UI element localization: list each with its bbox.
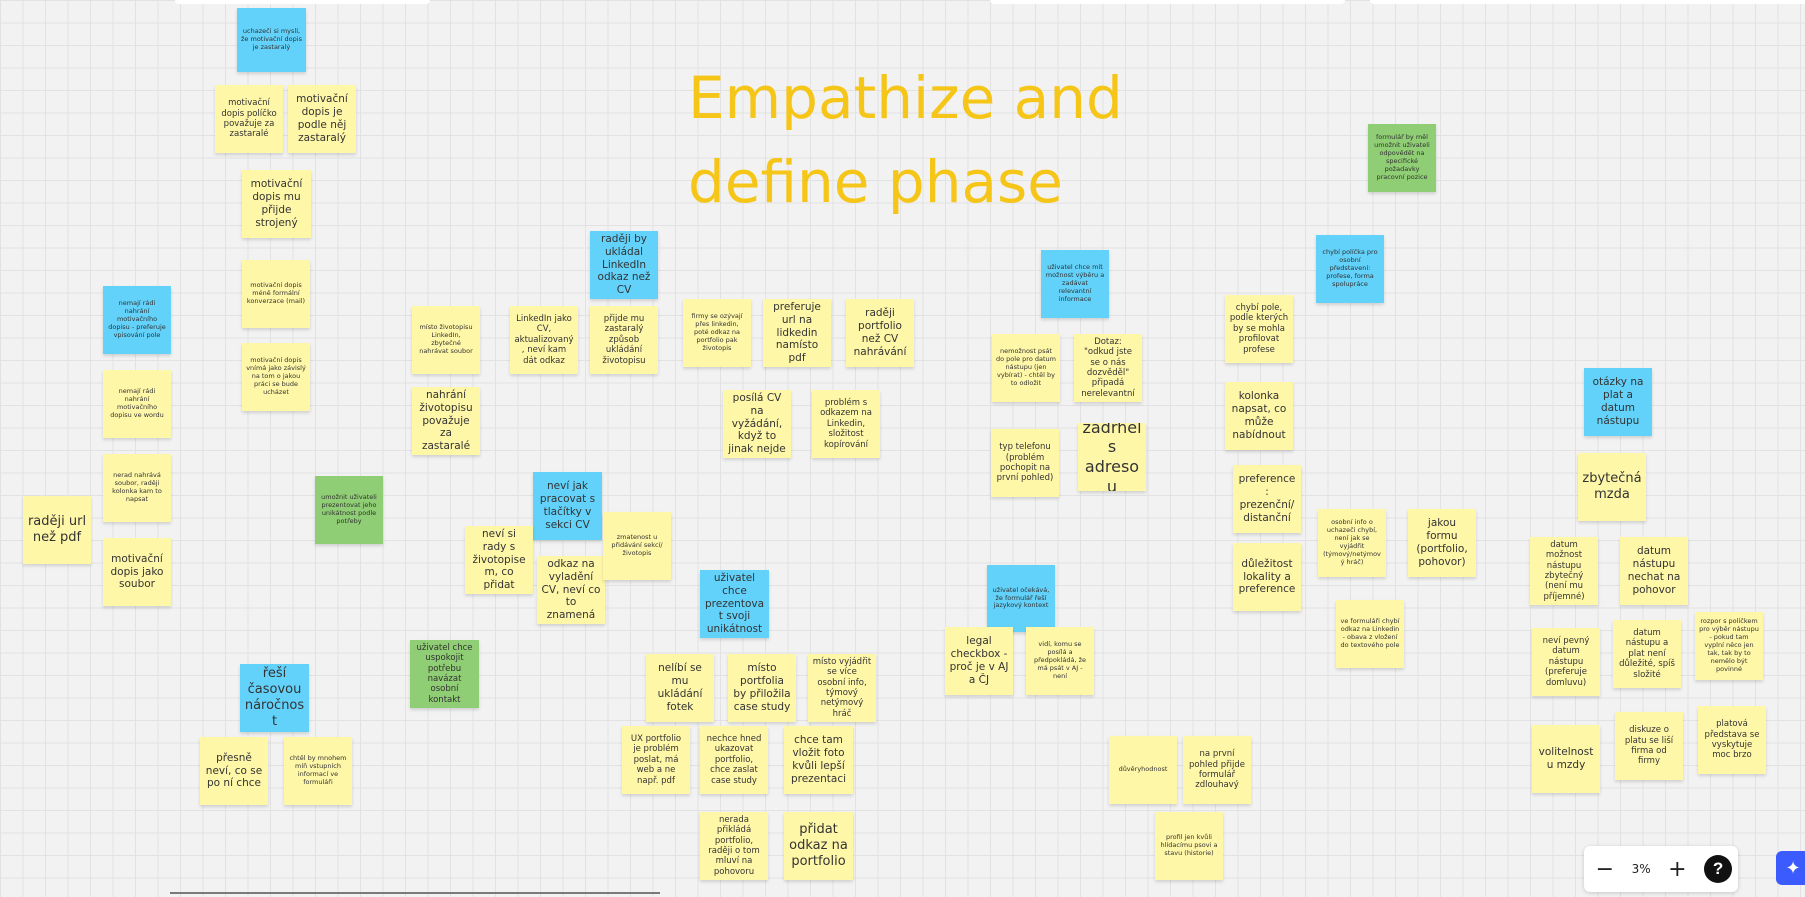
sticky-note[interactable]: otázky na plat a datum nástupu xyxy=(1584,368,1652,436)
sticky-note[interactable]: uživatel chce prezentovat svoji unikátno… xyxy=(700,570,769,638)
sticky-note[interactable]: neví pevný datum nástupu (preferuje doml… xyxy=(1532,628,1600,696)
sticky-note[interactable]: zádrhel s adresou xyxy=(1078,423,1146,491)
sticky-note[interactable]: volitelnost u mzdy xyxy=(1532,725,1600,793)
sticky-note[interactable]: důvěryhodnost xyxy=(1109,736,1177,804)
sticky-note[interactable]: raději url než pdf xyxy=(23,496,91,564)
board-title-line-1: Empathize and xyxy=(688,64,1123,132)
sticky-note[interactable]: motivační dopis je podle něj zastaralý xyxy=(288,85,356,153)
sticky-note[interactable]: ve formuláři chybí odkaz na Linkedin - o… xyxy=(1336,600,1404,668)
help-icon[interactable]: ? xyxy=(1704,855,1733,883)
board-title[interactable]: Empathize and define phase xyxy=(688,56,1128,224)
sticky-note[interactable]: uživatel chce uspokojit potřebu navázat … xyxy=(410,640,479,708)
zoom-controls: − 3% + ? xyxy=(1584,846,1738,892)
sticky-note[interactable]: posílá CV na vyžádání, když to jinak nej… xyxy=(723,390,791,458)
sticky-note[interactable]: neví jak pracovat s tlačítky v sekci CV xyxy=(533,472,602,540)
sticky-note[interactable]: raději portfolio než CV nahrávání xyxy=(846,299,914,367)
top-toolbar-left xyxy=(175,0,430,4)
sticky-note[interactable]: typ telefonu (problém pochopit na první … xyxy=(991,429,1059,497)
sticky-note[interactable]: Dotaz: "odkud jste se o nás dozvěděl" př… xyxy=(1074,334,1142,402)
zoom-in-button[interactable]: + xyxy=(1668,856,1687,882)
ai-sparkle-icon[interactable]: ✦ xyxy=(1776,851,1805,885)
sticky-note[interactable]: na první pohled přijde formulář zdlouhav… xyxy=(1183,736,1251,804)
sticky-note[interactable]: raději by ukládal LinkedIn odkaz než CV xyxy=(590,231,658,299)
sticky-note[interactable]: nahrání životopisu považuje za zastaralé xyxy=(412,387,480,455)
sticky-note[interactable]: přijde mu zastaralý způsob ukládání živo… xyxy=(590,306,658,374)
sticky-note[interactable]: místo životopisu LinkedIn, zbytečné nahr… xyxy=(412,306,480,374)
sticky-note[interactable]: odkaz na vyladění CV, neví co to znamená xyxy=(537,556,605,624)
sticky-note[interactable]: nerada přikládá portfolio, raději o tom … xyxy=(700,812,768,880)
sticky-note[interactable]: chybí pole, podle kterých by se mohla pr… xyxy=(1225,295,1293,363)
sticky-note[interactable]: UX portfolio je problém poslat, má web a… xyxy=(622,726,690,794)
sticky-note[interactable]: důležitost lokality a preference xyxy=(1233,543,1301,611)
sticky-note[interactable]: zbytečná mzda xyxy=(1578,453,1646,521)
horizontal-scrollbar[interactable] xyxy=(170,892,660,894)
sticky-note[interactable]: motivační dopis vnímá jako závislý na to… xyxy=(242,343,310,411)
sticky-note[interactable]: uživatel očekává, že formulář řeší jazyk… xyxy=(987,565,1055,632)
sticky-note[interactable]: firmy se ozývají přes linkedin, poté odk… xyxy=(683,299,751,367)
sticky-note[interactable]: jakou formu (portfolio, pohovor) xyxy=(1408,509,1476,577)
sticky-note[interactable]: nemají rádi nahrání motivačního dopisu v… xyxy=(103,370,171,438)
zoom-level[interactable]: 3% xyxy=(1631,862,1651,876)
sticky-note[interactable]: místo vyjádřit se více osobní info, týmo… xyxy=(808,654,876,722)
sticky-note[interactable]: platová představa se vyskytuje moc brzo xyxy=(1698,706,1766,774)
sticky-note[interactable]: motivační dopis jako soubor xyxy=(103,538,171,606)
sticky-note[interactable]: řeší časovou náročnost xyxy=(240,664,309,732)
sticky-note[interactable]: LinkedIn jako CV, aktualizovaný, neví ka… xyxy=(510,306,578,374)
sticky-note[interactable]: formulář by měl umožnit uživateli odpově… xyxy=(1368,124,1436,192)
sticky-note[interactable]: neví si rady s životopisem, co přidat xyxy=(465,526,533,594)
sticky-note[interactable]: chtěl by mnohem míň vstupních informací … xyxy=(284,737,352,805)
sticky-note[interactable]: přesně neví, co se po ní chce xyxy=(200,737,268,805)
sticky-note[interactable]: kolonka napsat, co může nabídnout xyxy=(1225,382,1293,450)
sticky-note[interactable]: motivační dopis mu přijde strojený xyxy=(242,170,311,238)
sticky-note[interactable]: umožnit uživateli prezentovat jeho uniká… xyxy=(315,476,383,544)
sticky-note[interactable]: nemají rádi nahrání motivačního dopisu -… xyxy=(103,286,171,354)
top-toolbar-center xyxy=(990,0,1345,4)
sticky-note[interactable]: nechce hned ukazovat portfolio, chce zas… xyxy=(700,726,768,794)
top-toolbar-right xyxy=(1370,0,1805,4)
sticky-note[interactable]: nelíbí se mu ukládání fotek xyxy=(646,654,714,722)
sticky-note[interactable]: nerad nahrává soubor, raději kolonka kam… xyxy=(103,454,171,522)
sticky-note[interactable]: zmatenost u přidávání sekcí/životopis xyxy=(603,512,671,580)
sticky-note[interactable]: datum nástupu nechat na pohovor xyxy=(1620,537,1688,605)
sticky-note[interactable]: datum možnost nástupu zbytečný (není mu … xyxy=(1530,537,1598,605)
zoom-out-button[interactable]: − xyxy=(1595,856,1615,882)
sticky-note[interactable]: diskuze o platu se liší firma od firmy xyxy=(1615,712,1683,780)
sticky-note[interactable]: vidí, komu se posílá a předpokládá, že m… xyxy=(1026,627,1094,695)
sticky-note[interactable]: místo portfolia by přiložila case study xyxy=(728,654,796,722)
sticky-note[interactable]: profil jen kvůli hlídacímu psovi a stavu… xyxy=(1155,812,1223,880)
sticky-note[interactable]: uživatel chce mít možnost výběru a zadáv… xyxy=(1041,250,1109,318)
sticky-note[interactable]: chce tam vložit foto kvůli lepší prezent… xyxy=(784,726,853,794)
sticky-note[interactable]: chybí políčka pro osobní představení: pr… xyxy=(1316,235,1384,303)
sticky-note[interactable]: nemožnost psát do pole pro datum nástupu… xyxy=(992,334,1060,402)
sticky-note[interactable]: datum nástupu a plat není důležité, spíš… xyxy=(1613,620,1681,688)
sticky-note[interactable]: rozpor s políčkem pro výběr nástupu - po… xyxy=(1695,612,1763,680)
sticky-note[interactable]: osobní info o uchazeči chybí, není jak s… xyxy=(1318,509,1386,577)
sticky-note[interactable]: legal checkbox - proč je v AJ a ČJ xyxy=(945,627,1013,695)
sticky-note[interactable]: preference: prezenční/ distanční xyxy=(1233,465,1301,533)
sticky-note[interactable]: preferuje url na lidkedin namísto pdf xyxy=(763,299,831,367)
sticky-note[interactable]: motivační dopis méně formální konverzace… xyxy=(242,260,310,328)
board-title-line-2: define phase xyxy=(688,148,1063,216)
sticky-note[interactable]: uchazeči si myslí, že motivační dopis je… xyxy=(237,8,306,72)
sticky-note[interactable]: motivační dopis políčko považuje za zast… xyxy=(215,85,283,153)
sticky-note[interactable]: problém s odkazem na Linkedin, složitost… xyxy=(812,390,880,458)
sticky-note[interactable]: přidat odkaz na portfolio xyxy=(784,812,853,880)
